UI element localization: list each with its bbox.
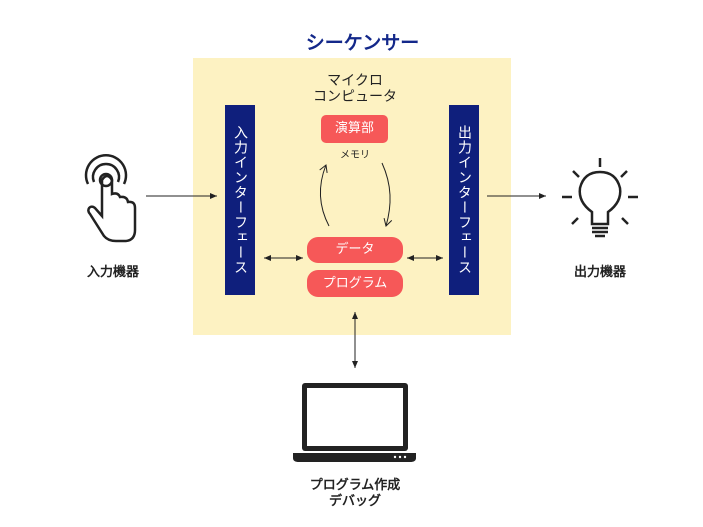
program-box: プログラム [307,270,403,297]
arrow-alu-to-data [381,162,393,227]
pc-label: プログラム作成 デバッグ [285,478,425,510]
arrow-data-to-alu [319,164,330,227]
input-device-label: 入力機器 [86,265,139,280]
input-interface: 入力インターフェース [225,105,255,295]
output-interface: 出力インターフェース [449,105,479,295]
laptop-icon [293,383,416,462]
memory-label: メモリ [340,150,370,161]
touch-hand-icon [84,154,137,243]
microcomputer-line2: コンピュータ [313,89,397,105]
microcomputer-label: マイクロ コンピュータ [300,73,410,105]
alu-box: 演算部 [321,115,388,143]
pc-label-line1: プログラム作成 [309,478,401,493]
microcomputer-line1: マイクロ [327,73,383,89]
light-bulb-icon [562,158,638,238]
pc-label-line2: デバッグ [328,494,381,509]
output-device-label: 出力機器 [573,265,626,280]
diagram-title: シーケンサー [305,32,420,54]
data-box: データ [307,237,403,263]
